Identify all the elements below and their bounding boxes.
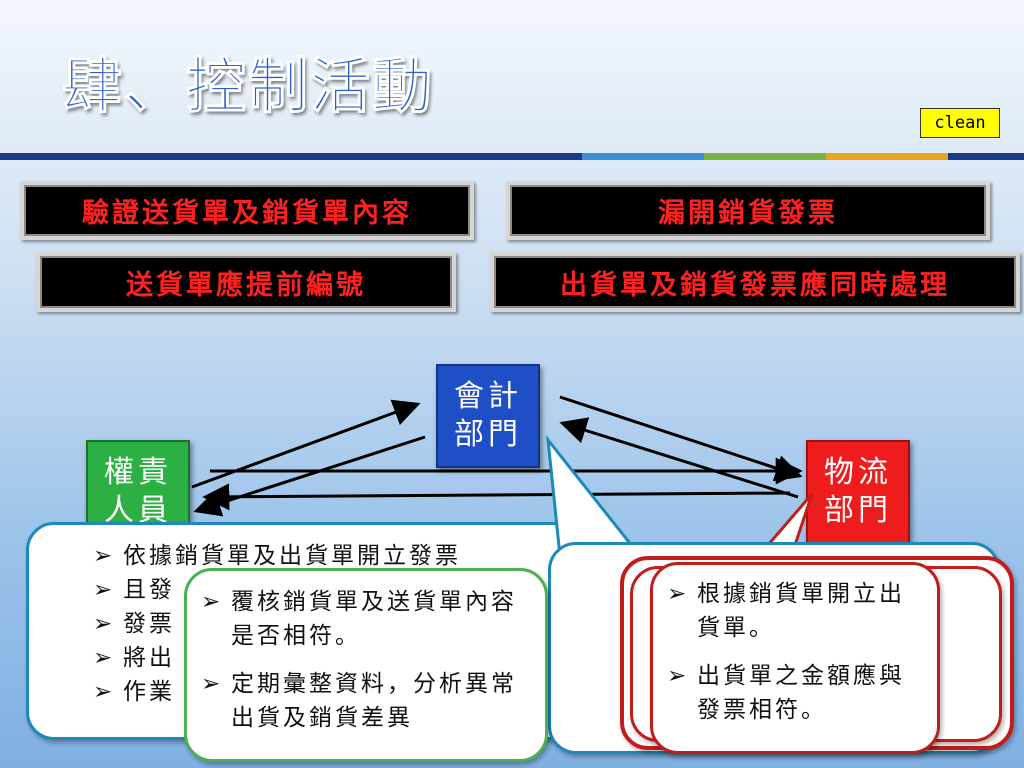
node-logistics-line1: 物流 [824,455,892,490]
callout-authority-front-item-2: 定期彙整資料，分析異常出貨及銷貨差異 [201,667,537,735]
page-title: 肆、控制活動 [62,52,434,123]
node-accounting: 會計 部門 [436,364,540,468]
pointer-accounting [545,435,644,558]
header-divider-orange [826,153,948,160]
callout-authority-back-item-1: 依據銷貨單及出貨單開立發票 [93,539,585,573]
callout-authority-front-item-1: 覆核銷貨單及送貨單內容是否相符。 [201,585,537,653]
arrow-logistics-to-authority [202,483,791,511]
arrow-authority-to-accounting [191,399,421,489]
arrow-accounting-to-authority [193,435,426,517]
node-logistics-line2: 部門 [824,493,892,528]
arrow-logistics-to-accounting [559,417,799,499]
callout-authority-front: 覆核銷貨單及送貨單內容是否相符。 定期彙整資料，分析異常出貨及銷貨差異 [184,568,548,762]
node-authority-line1: 權責 [104,455,172,490]
callout-logistics-front: 根據銷貨單開立出貨單。 出貨單之金額應與發票相符。 [650,562,940,754]
header-divider-green [704,153,826,160]
callout-authority-back-item-5: 作業 [93,675,585,709]
node-accounting-line1: 會計 [454,379,522,414]
node-accounting-line2: 部門 [454,417,522,452]
callout-logistics-front-item-1: 根據銷貨單開立出貨單。 [667,577,927,645]
banner-prenumbering: 送貨單應提前編號 [36,252,456,312]
clean-badge: clean [920,108,1000,138]
banner-simultaneous-processing: 出貨單及銷貨發票應同時處理 [490,252,1020,312]
callout-authority-back-item-3: 發票 [93,607,585,641]
callout-authority-back-item-4: 將出 [93,641,585,675]
node-logistics: 物流 部門 [806,440,910,544]
callout-authority-back-item-2: 且發 [93,573,585,607]
header-divider [0,153,582,160]
header-divider-blue [582,153,704,160]
banner-verify-documents: 驗證送貨單及銷貨單內容 [20,181,474,240]
banner-missing-invoice: 漏開銷貨發票 [506,181,990,240]
header-divider-end [948,153,1024,160]
arrow-accounting-to-logistics [559,395,803,482]
callout-logistics-front-item-2: 出貨單之金額應與發票相符。 [667,659,927,727]
